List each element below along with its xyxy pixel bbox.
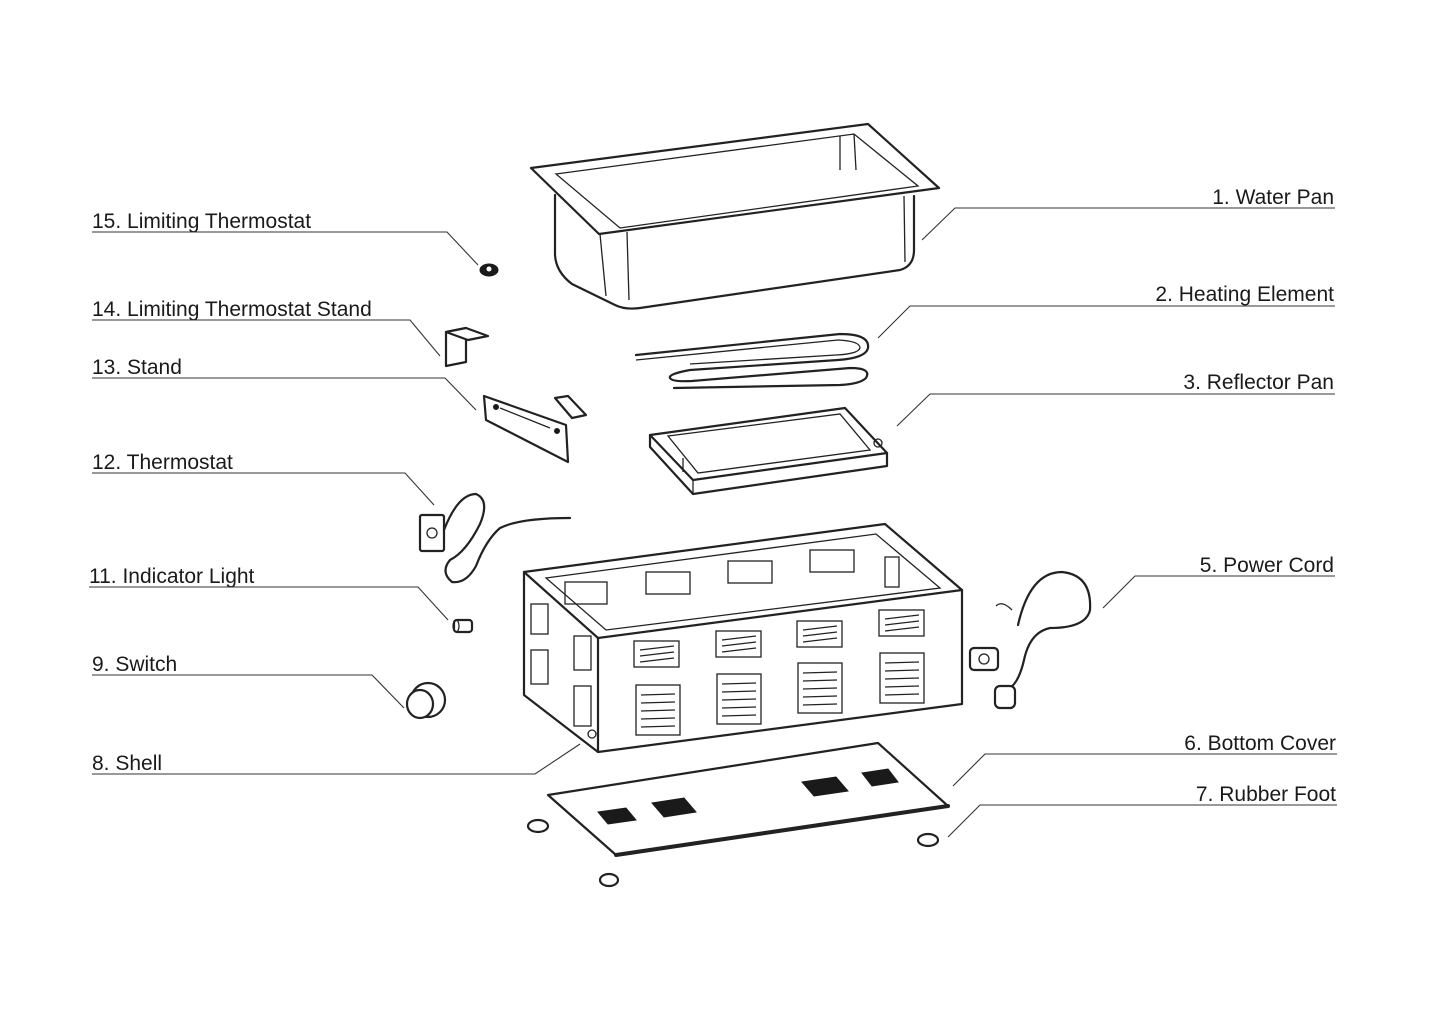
indicator-light-drawing: [453, 620, 472, 632]
limiting-thermostat-stand-drawing: [446, 328, 488, 366]
water-pan-drawing: [531, 124, 939, 309]
callout-switch: 9. Switch: [92, 653, 404, 708]
label-limiting-thermostat-stand: 14. Limiting Thermostat Stand: [92, 298, 372, 321]
power-cord-drawing: [970, 572, 1090, 708]
limiting-thermostat-drawing: [480, 264, 498, 276]
label-limiting-thermostat: 15. Limiting Thermostat: [92, 210, 311, 233]
switch-drawing: [407, 683, 445, 718]
stand-drawing: [484, 396, 586, 462]
callout-bottom-cover: 6. Bottom Cover: [953, 732, 1337, 786]
label-heating-element: 2. Heating Element: [1155, 283, 1334, 306]
callout-water-pan: 1. Water Pan: [922, 186, 1335, 240]
label-switch: 9. Switch: [92, 653, 177, 676]
label-power-cord: 5. Power Cord: [1200, 554, 1334, 577]
callout-limiting-thermostat-stand: 14. Limiting Thermostat Stand: [92, 298, 440, 356]
bottom-cover-drawing: [548, 743, 948, 855]
label-reflector-pan: 3. Reflector Pan: [1183, 371, 1334, 394]
callout-shell: 8. Shell: [92, 744, 580, 775]
label-indicator-light: 11. Indicator Light: [89, 565, 255, 588]
callout-power-cord: 5. Power Cord: [1103, 554, 1335, 608]
heating-element-drawing: [636, 334, 868, 388]
callout-heating-element: 2. Heating Element: [878, 283, 1335, 338]
callout-rubber-foot: 7. Rubber Foot: [948, 783, 1337, 837]
label-bottom-cover: 6. Bottom Cover: [1184, 732, 1336, 755]
callout-indicator-light: 11. Indicator Light: [89, 565, 448, 620]
reflector-pan-drawing: [650, 408, 887, 494]
label-thermostat: 12. Thermostat: [92, 451, 233, 474]
label-stand: 13. Stand: [92, 356, 182, 379]
label-water-pan: 1. Water Pan: [1212, 186, 1334, 209]
shell-front-vents: [634, 610, 924, 735]
callout-stand: 13. Stand: [92, 356, 476, 410]
label-rubber-foot: 7. Rubber Foot: [1196, 783, 1336, 806]
shell-drawing: [524, 524, 962, 752]
callout-limiting-thermostat: 15. Limiting Thermostat: [92, 210, 478, 265]
label-shell: 8. Shell: [92, 752, 162, 775]
callout-thermostat: 12. Thermostat: [92, 451, 434, 505]
callout-reflector-pan: 3. Reflector Pan: [897, 371, 1335, 426]
